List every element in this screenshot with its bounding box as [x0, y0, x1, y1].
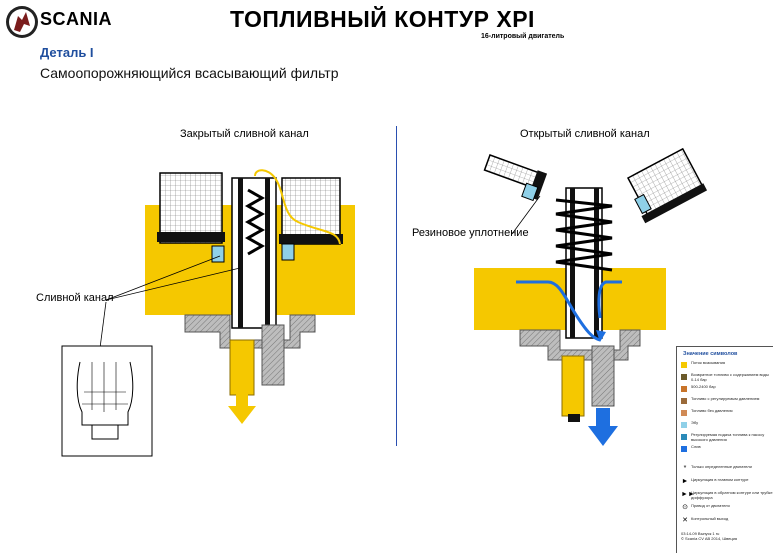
rubber-seal-label: Резиновое уплотнение: [412, 227, 529, 239]
legend-item-label: 500-2400 бар: [691, 384, 716, 389]
legend-note-label: Контрольный выход: [691, 516, 729, 521]
legend-swatch: [681, 422, 687, 428]
drain-inset: [61, 345, 153, 457]
filter-cap-left-b: [279, 234, 343, 244]
legend-note: ►Циркуляция в главном контуре: [681, 477, 773, 492]
legend-item-label: Регулируемая подача топлива к насосу выс…: [691, 432, 765, 442]
legend-item: Эбу: [681, 420, 773, 435]
legend-item: 500-2400 бар: [681, 384, 773, 399]
legend-swatch: [681, 398, 687, 404]
closed-drain-filter: [99, 169, 355, 424]
detail-caption: Самоопорожняющийся всасывающий фильтр: [40, 65, 339, 81]
page-title: ТОПЛИВНЫЙ КОНТУР XPI: [230, 6, 535, 32]
legend-note-label: Только определенные двигатели: [691, 464, 752, 469]
legend-note-symbol: ⊙: [682, 504, 688, 511]
legend-item: Регулируемая подача топлива к насосу выс…: [681, 432, 773, 447]
legend-footer-line1: 03:14-09 Выпуск 1 ru: [681, 531, 720, 536]
panel-divider: [396, 126, 397, 446]
legend-swatch: [681, 374, 687, 380]
legend-item-label: Возвратное топливо с содержанием воды 0-…: [691, 372, 769, 382]
legend-note-label: Циркуляция в главном контуре: [691, 477, 749, 482]
legend-title: Значение символов: [683, 351, 738, 357]
closed-drain-label: Закрытый сливной канал: [180, 128, 309, 140]
open-drain-label: Открытый сливной канал: [520, 128, 650, 140]
legend-item-label: Топливо с регулируемым давлением: [691, 396, 760, 401]
legend-note-symbol: ►►: [681, 491, 695, 498]
seal-left-b: [281, 243, 295, 261]
legend-item-label: Топливо без давления: [691, 408, 733, 413]
griffin-emblem-icon: [6, 6, 38, 38]
open-drain-filter: [474, 147, 708, 446]
legend-swatch: [681, 410, 687, 416]
legend-item-label: Эбу: [691, 420, 699, 425]
legend-swatch: [681, 446, 687, 452]
legend-footer: 03:14-09 Выпуск 1 ru © Scania CV AB 2014…: [681, 531, 737, 541]
legend-item: Слив: [681, 444, 773, 459]
legend-swatch: [681, 386, 687, 392]
legend-note: * Только определенные двигатели: [681, 464, 773, 479]
legend-note: ►►Циркуляция в обратном контуре или труб…: [681, 490, 773, 505]
legend-footer-line2: © Scania CV AB 2014, Швеция: [681, 536, 738, 541]
legend-note-label: Циркуляция в обратном контуре или трубке…: [691, 490, 773, 500]
legend-item: Топливо с регулируемым давлением: [681, 396, 773, 411]
legend-note-symbol: ►: [681, 478, 689, 485]
brand-name: SCANIA: [40, 9, 113, 29]
page-subtitle: 16-литровый двигатель: [481, 33, 565, 40]
legend-item-label: Поток всасывания: [691, 360, 725, 365]
drain-channel-label: Сливной канал: [36, 292, 114, 304]
legend-note-symbol: *: [683, 465, 687, 472]
legend-swatch: [681, 434, 687, 440]
legend-item-label: Слив: [691, 444, 701, 449]
legend-note: ⊙Привод от двигателя: [681, 503, 773, 518]
legend-note-label: Привод от двигателя: [691, 503, 730, 508]
seal-left-a: [211, 245, 225, 263]
legend-note-symbol: ✕: [682, 517, 688, 524]
legend-item: Топливо без давления: [681, 408, 773, 423]
scania-logo: [4, 2, 154, 44]
legend-swatch: [681, 362, 687, 368]
legend-item: Возвратное топливо с содержанием воды 0-…: [681, 372, 773, 387]
filter-element-left-a: [159, 172, 223, 244]
detail-heading: Деталь I: [40, 45, 94, 60]
legend-item: Поток всасывания: [681, 360, 773, 375]
filter-cap-left-a: [157, 232, 225, 242]
legend-note: ✕Контрольный выход: [681, 516, 773, 531]
